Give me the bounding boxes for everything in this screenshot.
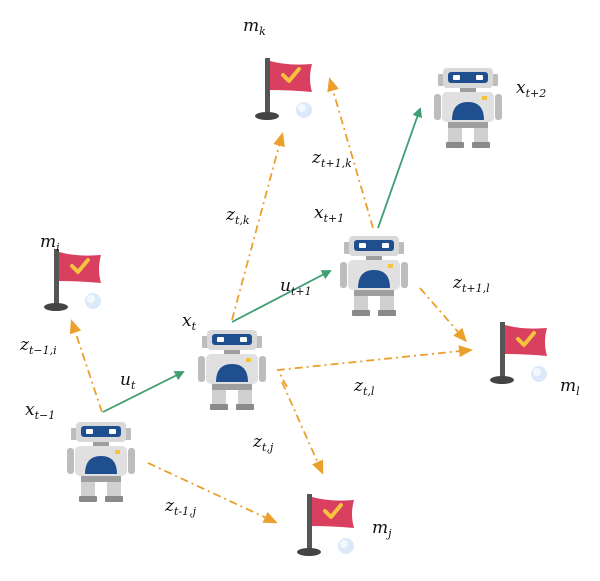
observation-xt-mk [231, 132, 285, 321]
observation-xtm1-mj [147, 462, 278, 524]
label-x-t2: xt+2 [516, 78, 547, 100]
flag-icon [253, 56, 314, 122]
robot-icon [67, 422, 135, 502]
label-m-i: mi [40, 232, 60, 254]
observation-xtm1-mi [69, 319, 103, 413]
label-m-j: mj [372, 518, 392, 540]
flag-icon [295, 492, 356, 558]
observation-xt-ml [276, 345, 473, 388]
motion-xtm1-xt [102, 371, 185, 413]
observation-xt1-ml [419, 287, 467, 343]
flag-icon [42, 247, 103, 313]
motion-xt-xt1 [231, 270, 332, 323]
label-m-l: ml [560, 376, 580, 398]
label-m-k: mk [243, 16, 266, 38]
flag-icon [488, 320, 549, 386]
robot-icon [198, 330, 266, 410]
observation-xt-mj [281, 381, 324, 475]
observation-xt1-mk [327, 77, 374, 229]
label-u-t: ut [120, 370, 136, 392]
label-z-t-l: zt,l [354, 376, 375, 398]
motion-arrows [102, 107, 423, 413]
label-u-t1: ut+1 [280, 276, 312, 298]
label-z-t-k: zt,k [226, 205, 250, 227]
label-z-t-j: zt,j [253, 432, 274, 454]
observation-arrows [69, 77, 473, 524]
label-x-t: xt [182, 311, 197, 333]
robot-icon [434, 68, 502, 148]
robot-icon [340, 236, 408, 316]
label-x-t1: xt+1 [314, 203, 345, 225]
label-z-tm1-j: zt-1,j [165, 496, 197, 518]
label-x-tm1: xt−1 [25, 400, 56, 422]
motion-xt1-xt2 [377, 107, 423, 229]
label-z-t1-k: zt+1,k [312, 148, 352, 170]
label-z-t1-l: zt+1,l [453, 273, 490, 295]
label-z-tm1-i: zt−1,i [20, 335, 57, 357]
